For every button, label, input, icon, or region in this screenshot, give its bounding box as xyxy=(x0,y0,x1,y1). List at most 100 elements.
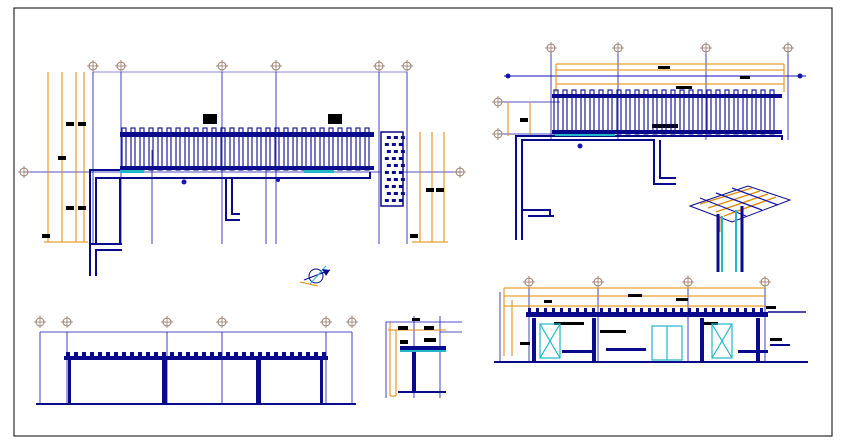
pergola-slats xyxy=(121,127,370,171)
slat xyxy=(229,127,235,171)
axis-node xyxy=(797,73,803,79)
rafter-end xyxy=(266,352,270,360)
rafter-end xyxy=(760,308,763,317)
hatch-stone xyxy=(393,178,398,181)
rafter-end xyxy=(154,352,158,360)
grid-marker-icon xyxy=(216,60,228,72)
rafter-end xyxy=(720,308,723,317)
rafter-end xyxy=(616,308,619,317)
rafter-end xyxy=(736,308,739,317)
rafter-end xyxy=(680,308,683,317)
slat xyxy=(733,89,739,135)
slat xyxy=(238,127,244,171)
slat xyxy=(355,127,361,171)
slat xyxy=(769,89,775,135)
rafter-end xyxy=(162,352,166,360)
hatch-stone xyxy=(391,157,396,160)
hatch-stone xyxy=(384,171,389,174)
rafter-end xyxy=(66,352,70,360)
axis-node xyxy=(181,179,187,185)
rafter-end xyxy=(728,308,731,317)
rafter-end xyxy=(106,352,110,360)
slat xyxy=(274,127,280,171)
rafter-end xyxy=(648,308,651,317)
rafter-end xyxy=(298,352,302,360)
slat xyxy=(706,89,712,135)
hatch-stone xyxy=(386,178,391,181)
grid-marker-icon xyxy=(373,60,385,72)
grid-marker-icon xyxy=(545,42,557,54)
rafter-end xyxy=(632,308,635,317)
hatch-stone xyxy=(398,157,403,160)
rafter-end xyxy=(744,308,747,317)
hatch-stone xyxy=(391,185,396,188)
hatch-stone xyxy=(398,171,403,174)
grid-markers xyxy=(18,60,466,185)
slat xyxy=(616,89,622,135)
slat xyxy=(688,89,694,135)
hatch-stone xyxy=(386,136,391,139)
hatch-stone xyxy=(400,192,405,195)
slat xyxy=(193,127,199,171)
dimension-labels xyxy=(42,114,444,238)
grid-marker-icon xyxy=(87,60,99,72)
rafter-end xyxy=(234,352,238,360)
hatch-stone xyxy=(386,150,391,153)
grid-marker-icon xyxy=(492,128,504,140)
grid-marker-icon xyxy=(18,166,30,178)
grid-marker-icon xyxy=(592,276,604,288)
grid-marker-icon xyxy=(523,276,535,288)
hatch-stone xyxy=(391,143,396,146)
slat xyxy=(220,127,226,171)
slat xyxy=(625,89,631,135)
rafter-end xyxy=(322,352,326,360)
rafter-end xyxy=(688,308,691,317)
rafter-end xyxy=(656,308,659,317)
rafter-end xyxy=(74,352,78,360)
rafter-end xyxy=(608,308,611,317)
hatch-stone xyxy=(393,164,398,167)
rafter-end xyxy=(82,352,86,360)
rafter-end xyxy=(552,308,555,317)
grid-marker-icon xyxy=(454,166,466,178)
hatch-stone xyxy=(398,143,403,146)
rafter-end xyxy=(218,352,222,360)
hatch-stone xyxy=(400,150,405,153)
grid-marker-icon xyxy=(682,276,694,288)
hatch-stone xyxy=(393,192,398,195)
hatch-stone xyxy=(384,199,389,202)
slat xyxy=(148,127,154,171)
slat xyxy=(292,127,298,171)
rafter-end xyxy=(258,352,262,360)
rafter-end xyxy=(202,352,206,360)
grid-marker-icon xyxy=(34,316,46,328)
pergola-side-elevation-right xyxy=(492,42,806,240)
grid-marker-icon xyxy=(612,42,624,54)
hatch-stone xyxy=(384,185,389,188)
sheet-border xyxy=(13,7,833,437)
pergola-plan-elevation-left xyxy=(18,60,466,276)
rafter-end xyxy=(98,352,102,360)
grid-marker-icon xyxy=(492,96,504,108)
rafter-end xyxy=(528,308,531,317)
grid-marker-icon xyxy=(320,316,332,328)
rafter-end xyxy=(186,352,190,360)
rafter-end xyxy=(250,352,254,360)
rafter-end xyxy=(138,352,142,360)
hatch-stone xyxy=(384,143,389,146)
rafter-end xyxy=(664,308,667,317)
rafter-end xyxy=(114,352,118,360)
slat xyxy=(364,127,370,171)
north-arrow-symbol xyxy=(299,265,331,287)
slat xyxy=(634,89,640,135)
slat xyxy=(157,127,163,171)
rafter-end xyxy=(146,352,150,360)
rafter-end xyxy=(544,308,547,317)
rafter-end xyxy=(560,308,563,317)
slat xyxy=(283,127,289,171)
facade-elevation-lower-right xyxy=(494,276,808,363)
hatch-stone xyxy=(398,185,403,188)
rafter-end xyxy=(210,352,214,360)
rafter-end xyxy=(274,352,278,360)
